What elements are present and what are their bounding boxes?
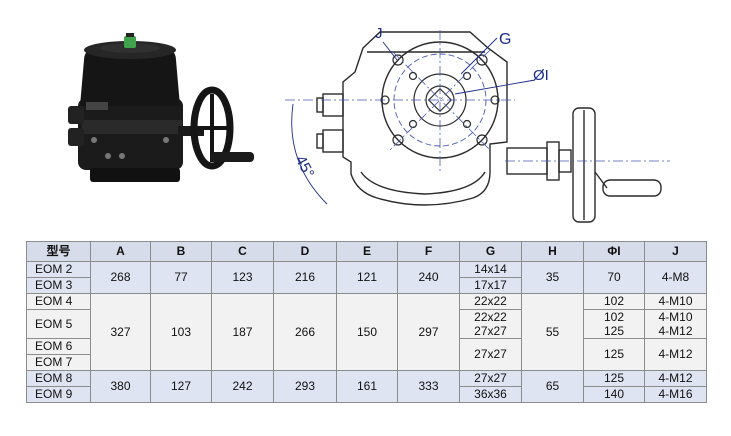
label-j: J	[375, 25, 383, 42]
table-row: EOM 9 36x36 140 4-M16	[26, 386, 707, 403]
cell-f: 240	[397, 261, 460, 294]
cell-g: 27x27	[459, 370, 522, 387]
cell-phi-i: 125	[583, 338, 645, 371]
cell-h: 55	[521, 293, 584, 371]
cell-model: EOM 9	[26, 386, 91, 403]
label-g: G	[499, 31, 511, 48]
cell-j: 4-M10 4-M12	[644, 309, 707, 339]
cell-a: 380	[90, 370, 151, 403]
cell-h: 65	[521, 370, 584, 403]
cell-g: 17x17	[459, 277, 522, 294]
cell-j-line: 4-M12	[658, 324, 693, 338]
cell-j-line: 4-M10	[658, 310, 693, 325]
cell-c: 187	[211, 293, 274, 371]
cell-e: 150	[336, 293, 398, 371]
label-phi-i: ØI	[533, 67, 549, 84]
table-row: EOM 2 268 77 123 216 121 240 14x14 35 70…	[26, 261, 707, 294]
label-angle: 45°	[292, 153, 318, 181]
cell-j: 4-M10	[644, 293, 707, 310]
spec-table: 型号 A B C D E F G H ΦI J EOM 2 268 77 123…	[26, 241, 707, 403]
cell-j: 4-M12	[644, 338, 707, 371]
cell-d: 293	[273, 370, 337, 403]
cell-e: 161	[336, 370, 398, 403]
cell-h: 35	[521, 261, 584, 294]
cell-b: 127	[150, 370, 212, 403]
header-phi-i: ΦI	[583, 241, 645, 262]
cell-phi-i: 102	[583, 293, 645, 310]
actuator-photo	[68, 33, 254, 182]
cell-j: 4-M16	[644, 386, 707, 403]
header-h: H	[521, 241, 584, 262]
cell-model: EOM 4	[26, 293, 91, 310]
cell-f: 297	[397, 293, 460, 371]
header-b: B	[150, 241, 212, 262]
header-model: 型号	[26, 241, 91, 262]
cell-b: 77	[150, 261, 212, 294]
cell-d: 266	[273, 293, 337, 371]
table-row: EOM 4 327 103 187 266 150 297 22x22 55 1…	[26, 293, 707, 371]
cell-phi-i: 102 125	[583, 309, 645, 339]
cell-a: 268	[90, 261, 151, 294]
cell-b: 103	[150, 293, 212, 371]
cell-d: 216	[273, 261, 337, 294]
cell-g-line: 22x22	[474, 310, 507, 325]
technical-drawing: J G ØI 45°	[285, 25, 670, 223]
header-e: E	[336, 241, 398, 262]
header-g: G	[459, 241, 522, 262]
table-row: EOM 8 380 127 242 293 161 333 27x27 65 1…	[26, 370, 707, 403]
cell-j: 4-M8	[644, 261, 707, 294]
cell-model: EOM 7	[26, 354, 91, 371]
cell-g: 14x14	[459, 261, 522, 278]
header-d: D	[273, 241, 337, 262]
cell-g-line: 27x27	[474, 324, 507, 338]
cell-model: EOM 8	[26, 370, 91, 387]
cell-model: EOM 3	[26, 277, 91, 294]
cell-f: 333	[397, 370, 460, 403]
cell-j: 4-M12	[644, 370, 707, 387]
cell-model: EOM 5	[26, 309, 91, 339]
cell-g: 22x22	[459, 293, 522, 310]
cell-g: 27x27	[459, 338, 522, 371]
cell-c: 242	[211, 370, 274, 403]
cell-model: EOM 6	[26, 338, 91, 355]
cell-a: 327	[90, 293, 151, 371]
header-f: F	[397, 241, 460, 262]
table-row: EOM 5 22x22 27x27 102 125 4-M10 4-M12	[26, 309, 707, 339]
cell-phi-i-line: 125	[603, 324, 625, 338]
header-j: J	[644, 241, 707, 262]
cell-phi-i-line: 102	[603, 310, 625, 325]
cell-c: 123	[211, 261, 274, 294]
cell-e: 121	[336, 261, 398, 294]
table-header-row: 型号 A B C D E F G H ΦI J	[26, 241, 707, 262]
cell-phi-i: 70	[583, 261, 645, 294]
cell-model: EOM 2	[26, 261, 91, 278]
cell-phi-i: 125	[583, 370, 645, 387]
table-row: EOM 7	[26, 354, 707, 371]
cell-phi-i: 140	[583, 386, 645, 403]
cell-g: 36x36	[459, 386, 522, 403]
header-c: C	[211, 241, 274, 262]
table-row: EOM 6 27x27 125 4-M12	[26, 338, 707, 371]
cell-g: 22x22 27x27	[459, 309, 522, 339]
header-a: A	[90, 241, 151, 262]
